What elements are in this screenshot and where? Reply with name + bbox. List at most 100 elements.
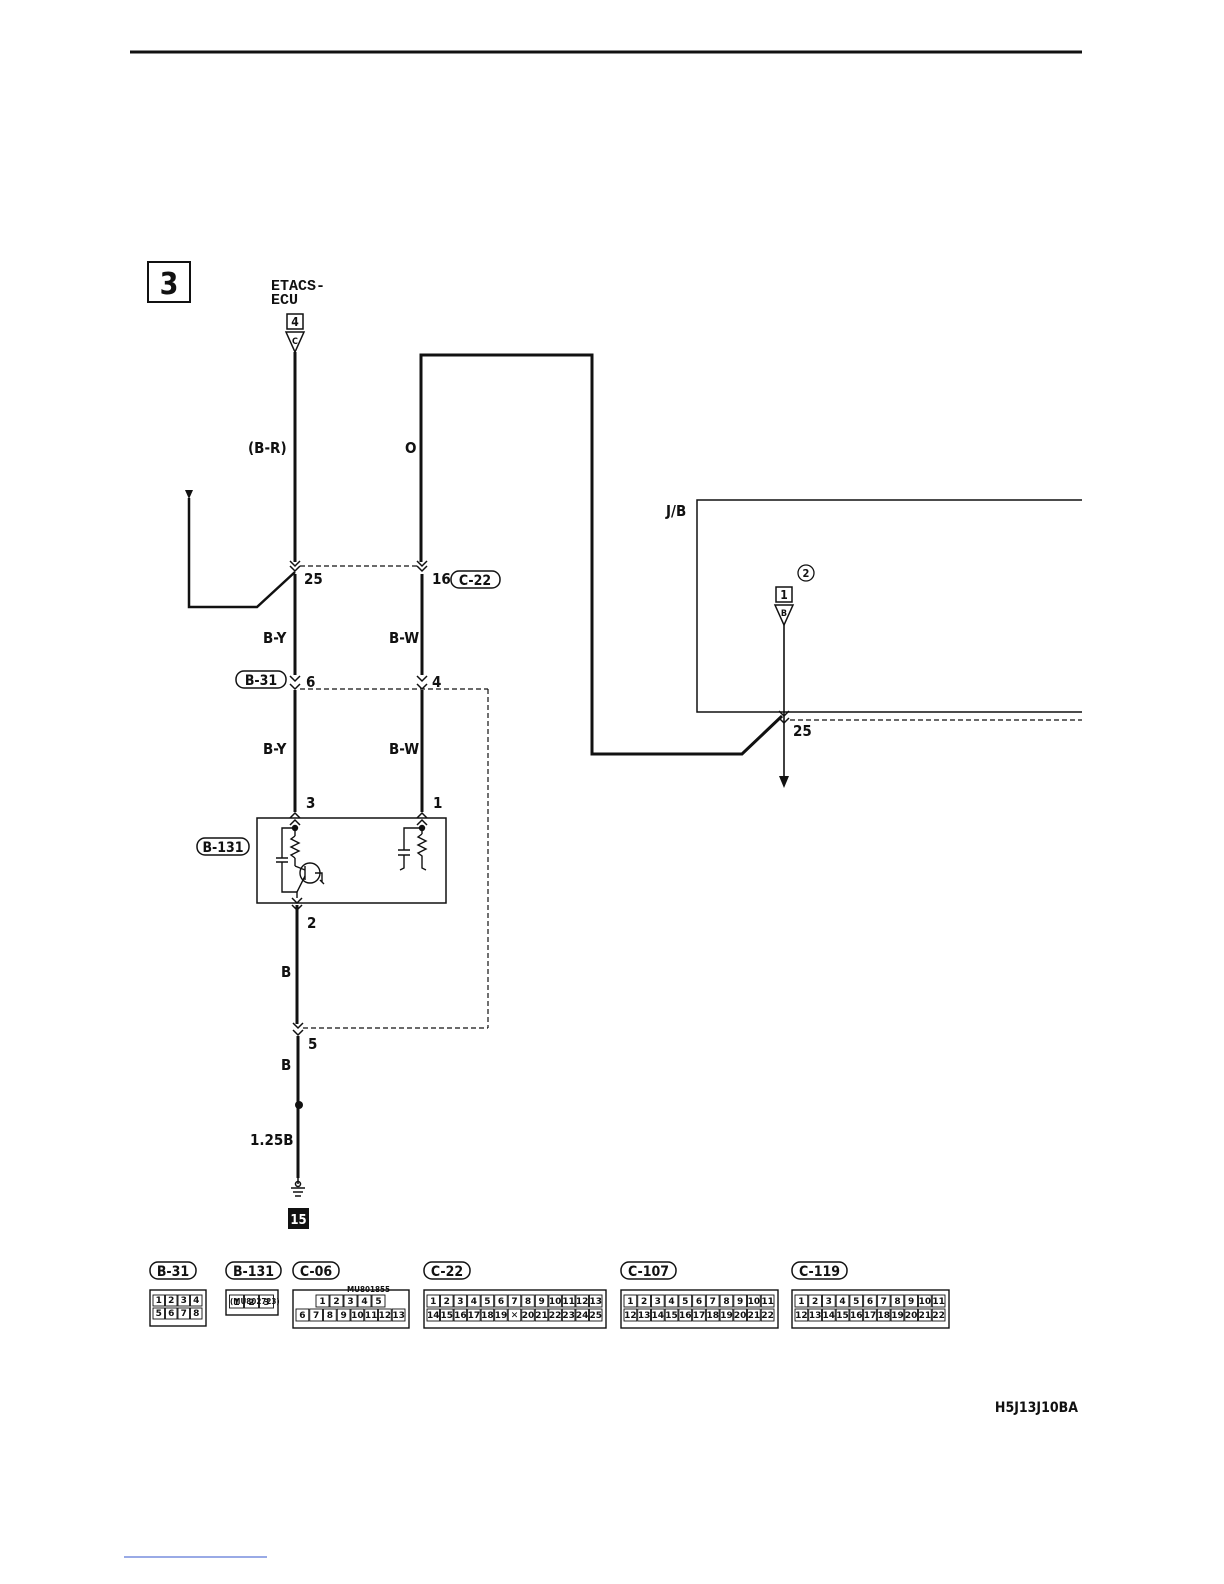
connector-pin-number: 5	[156, 1309, 162, 1319]
connector-cavity	[890, 1294, 905, 1308]
connector-tag-box	[149, 1261, 197, 1280]
connector-cavity	[152, 1307, 165, 1320]
connector-pin-number: 20	[734, 1311, 747, 1321]
connector-pin-number: 9	[737, 1297, 743, 1307]
connector-cavity	[561, 1294, 576, 1308]
connector-cavity	[315, 1294, 330, 1308]
connector-cavity	[876, 1308, 891, 1322]
etacs-connector-letter: C	[292, 337, 298, 347]
connector-cavity	[467, 1308, 481, 1322]
junction-block-label: J/B	[665, 502, 686, 520]
connector-pin-number: 11	[932, 1297, 945, 1307]
connector-pin-number: 21	[748, 1311, 761, 1321]
connector-cavity	[637, 1294, 651, 1308]
junction-markers	[289, 560, 790, 1037]
connector-body	[791, 1289, 950, 1329]
connector-pin-number: 1	[156, 1296, 162, 1306]
connector-pin-number: 8	[327, 1311, 333, 1321]
jb-connector-triangle	[773, 604, 795, 627]
connector-cavity	[575, 1308, 589, 1322]
connector-pin-number: 25	[589, 1311, 602, 1321]
connector-pin-number: 9	[538, 1297, 544, 1307]
pin-16-right: 16	[432, 570, 451, 588]
connector-cavity	[623, 1294, 638, 1308]
connector-cavity	[378, 1308, 392, 1322]
connector-pin-number: 9	[908, 1297, 914, 1307]
connector-cavity	[678, 1308, 693, 1322]
connector-pin-number: 8	[723, 1297, 729, 1307]
connector-body	[620, 1289, 779, 1329]
connector-cavity	[664, 1308, 679, 1322]
connector-pin-number: 18	[706, 1311, 719, 1321]
connector-pin-number: 3	[347, 1297, 353, 1307]
connector-pin-number: 2	[812, 1297, 818, 1307]
connector-cavity	[440, 1294, 454, 1308]
connector-pin-number: 3	[457, 1297, 463, 1307]
b131-component-box	[256, 817, 447, 904]
connector-cavity	[391, 1308, 406, 1322]
connector-cavity	[371, 1294, 386, 1308]
connector-pin-number: 2	[444, 1297, 450, 1307]
connector-cavity	[364, 1308, 378, 1322]
connector-tag: B-31	[157, 1264, 189, 1280]
connector-pin-number: 19	[720, 1311, 733, 1321]
connector-pin-number: 7	[181, 1309, 187, 1319]
connector-pin-number: 5	[484, 1297, 490, 1307]
connector-cavity	[835, 1308, 850, 1322]
connector-cavity	[692, 1308, 706, 1322]
connector-pin-number: 14	[823, 1311, 836, 1321]
wire-color-ground-1: B	[281, 963, 291, 981]
pin-25-left: 25	[304, 570, 323, 588]
connector-pin-number: 15	[441, 1311, 454, 1321]
connector-tag: C-06	[300, 1264, 333, 1280]
connector-pin-number: 11	[562, 1297, 575, 1307]
connector-pin-number: 13	[809, 1311, 822, 1321]
connector-cavity	[426, 1308, 440, 1322]
connector-cavity	[904, 1294, 918, 1308]
connector-pin-number: 14	[427, 1311, 440, 1321]
etacs-pin-number: 4	[291, 315, 299, 329]
connector-cavity	[426, 1294, 440, 1308]
connector-cavity	[733, 1294, 747, 1308]
connector-pin-number: 2	[641, 1297, 647, 1307]
connector-pin-number: 13	[392, 1311, 405, 1321]
connector-cavity	[534, 1294, 549, 1308]
connector-pin-number: 6	[696, 1297, 702, 1307]
connector-cavity	[760, 1308, 775, 1322]
ground-splice-dot	[295, 1101, 303, 1109]
b31-tag: B-31	[245, 673, 277, 689]
connector-cavity	[863, 1308, 877, 1322]
connector-tag: B-131	[233, 1264, 274, 1280]
connector-cavity	[692, 1294, 706, 1308]
connector-pin-number: 11	[761, 1297, 774, 1307]
connector-pin-number: 16	[850, 1311, 863, 1321]
connector-pin-number: 23	[562, 1311, 575, 1321]
wire-color-left-mid: B-Y	[263, 629, 287, 647]
side-branch-arrow	[185, 490, 193, 499]
connector-cavity	[177, 1307, 190, 1320]
jb-output-arrow	[779, 776, 789, 788]
jb-pin-box	[775, 586, 793, 603]
connector-cavity	[152, 1294, 165, 1307]
connector-pin-number: 7	[881, 1297, 887, 1307]
connector-pin-number: 22	[932, 1311, 945, 1321]
connector-cavity	[623, 1308, 638, 1322]
b31-pin-4: 4	[432, 673, 441, 691]
connector-cavity	[453, 1294, 468, 1308]
connector-tag-box	[620, 1261, 677, 1280]
connector-pin-number: ✕	[511, 1311, 519, 1321]
connector-tag-box	[292, 1261, 340, 1280]
connector-cavity	[822, 1308, 836, 1322]
connector-pin-number: 19	[495, 1311, 508, 1321]
connector-cavity	[575, 1294, 589, 1308]
b131-pin-1: 1	[433, 794, 442, 812]
connector-pin-number: 22	[761, 1311, 774, 1321]
connector-cavity	[165, 1294, 178, 1307]
connector-cavity	[507, 1294, 522, 1308]
connector-cavity	[521, 1308, 535, 1322]
connector-tag-box	[423, 1261, 471, 1280]
connector-pin-number: 14	[652, 1311, 665, 1321]
wire-orange-loop	[419, 353, 784, 756]
connector-cavity	[357, 1294, 372, 1308]
